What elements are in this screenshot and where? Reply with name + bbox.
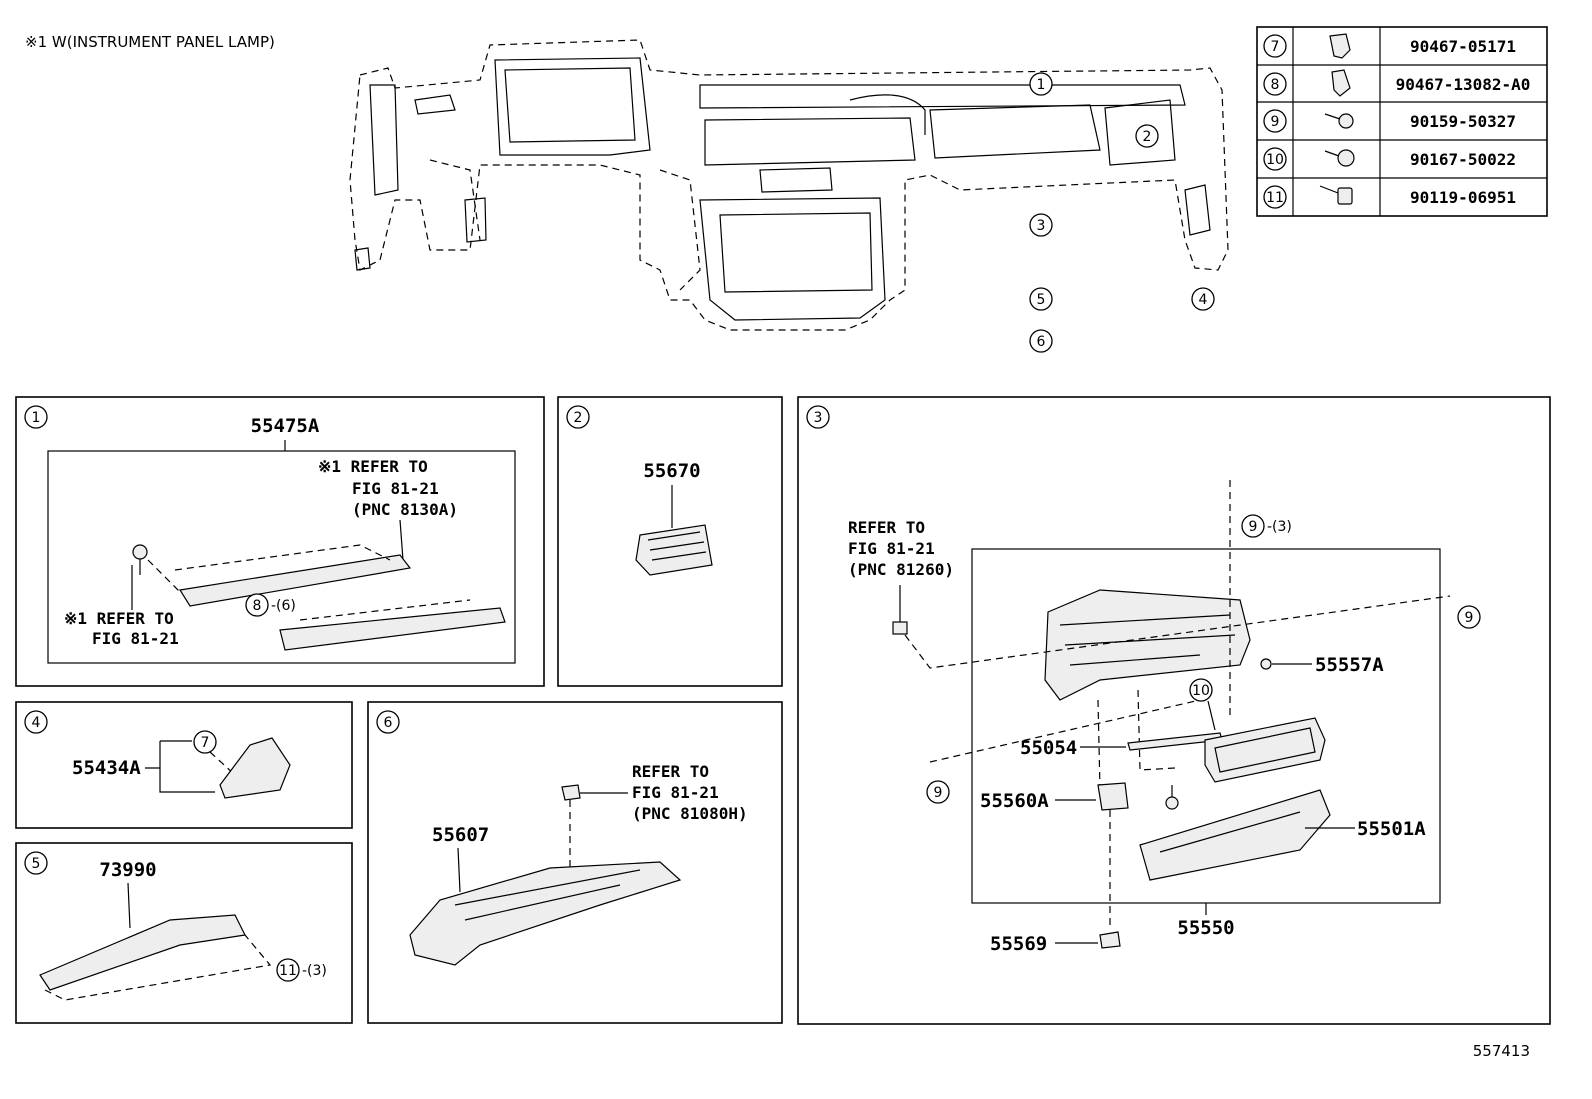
part-55560A: 55560A (980, 790, 1049, 812)
part-55569: 55569 (990, 933, 1047, 955)
svg-text:6: 6 (384, 715, 393, 731)
diagram-id: 557413 (1473, 1042, 1530, 1060)
svg-text:11: 11 (1266, 190, 1284, 206)
svg-text:90119-06951: 90119-06951 (1410, 188, 1516, 207)
svg-text:3: 3 (814, 410, 823, 426)
fastener-row-10: 10 90167-50022 (1263, 147, 1516, 171)
fastener-row-9: 9 90159-50327 (1263, 109, 1516, 133)
part-55557A: 55557A (1315, 654, 1384, 676)
svg-text:9: 9 (1465, 610, 1474, 626)
callout-3: 3 (1037, 218, 1046, 234)
svg-text:90467-05171: 90467-05171 (1410, 37, 1516, 56)
svg-text:90167-50022: 90167-50022 (1410, 150, 1516, 169)
callout-2: 2 (1143, 129, 1152, 145)
svg-text:9: 9 (1249, 519, 1258, 535)
svg-text:(PNC 8130A): (PNC 8130A) (352, 500, 458, 519)
svg-text:8: 8 (253, 598, 262, 614)
callout-5: 5 (1037, 292, 1046, 308)
svg-text:9: 9 (934, 785, 943, 801)
callout-1: 1 (1037, 77, 1046, 93)
screw-icon (1338, 113, 1354, 129)
part-55054: 55054 (1020, 737, 1077, 759)
svg-text:REFER TO: REFER TO (632, 762, 709, 781)
svg-text:5: 5 (32, 856, 41, 872)
part-55501A: 55501A (1357, 818, 1426, 840)
svg-text:FIG 81-21: FIG 81-21 (352, 479, 439, 498)
svg-text:90467-13082-A0: 90467-13082-A0 (1396, 75, 1531, 94)
overview-callouts: 1 2 3 4 5 6 (1029, 72, 1215, 353)
panel-6: 6 REFER TO FIG 81-21 (PNC 81080H) 55607 (367, 701, 783, 1024)
clip-icon (1329, 33, 1351, 59)
svg-text:(PNC 81260): (PNC 81260) (848, 560, 954, 579)
svg-text:4: 4 (32, 715, 41, 731)
svg-text:-(3): -(3) (1267, 519, 1292, 535)
svg-text:11: 11 (279, 963, 297, 979)
panel-1: 1 55475A ※1 REFER TO FIG 81-21 (PNC 8130… (15, 396, 545, 687)
part-55475A: 55475A (251, 415, 320, 437)
part-55550: 55550 (1177, 917, 1234, 939)
svg-text:(PNC 81080H): (PNC 81080H) (632, 804, 748, 823)
svg-text:7: 7 (1271, 39, 1280, 55)
panel-2: 2 55670 (557, 396, 783, 687)
svg-text:8: 8 (1271, 77, 1280, 93)
svg-text:7: 7 (201, 735, 210, 751)
fastener-row-8: 8 90467-13082-A0 (1263, 69, 1531, 97)
screw-icon (1337, 149, 1355, 167)
part-55607: 55607 (432, 824, 489, 846)
callout-4: 4 (1199, 292, 1208, 308)
svg-text:REFER TO: REFER TO (848, 518, 925, 537)
svg-text:2: 2 (574, 410, 583, 426)
svg-text:-(3): -(3) (302, 963, 327, 979)
panel-5: 5 73990 11 -(3) (15, 842, 353, 1024)
svg-text:1: 1 (32, 410, 41, 426)
svg-text:-(6): -(6) (271, 598, 296, 614)
svg-text:10: 10 (1266, 152, 1284, 168)
part-55670: 55670 (643, 460, 700, 482)
svg-text:FIG 81-21: FIG 81-21 (92, 629, 179, 648)
svg-text:※1 REFER TO: ※1 REFER TO (64, 609, 174, 628)
svg-text:90159-50327: 90159-50327 (1410, 112, 1516, 131)
svg-text:9: 9 (1271, 114, 1280, 130)
callout-6: 6 (1037, 334, 1046, 350)
svg-text:FIG 81-21: FIG 81-21 (632, 783, 719, 802)
header-note: ※1 W(INSTRUMENT PANEL LAMP) (25, 33, 275, 51)
bolt-icon (1337, 187, 1353, 205)
svg-text:※1 REFER TO: ※1 REFER TO (318, 457, 428, 476)
svg-text:10: 10 (1192, 683, 1210, 699)
fastener-row-7: 7 90467-05171 (1263, 33, 1516, 59)
panel-3: 3 REFER TO FIG 81-21 (PNC 81260) 9 -(3) … (797, 396, 1551, 1025)
part-73990: 73990 (99, 859, 156, 881)
fastener-table: 7 90467-05171 8 90467-13082-A0 9 90159-5… (1256, 26, 1548, 217)
clip-icon (1331, 69, 1351, 97)
svg-text:FIG 81-21: FIG 81-21 (848, 539, 935, 558)
dashboard-overview (349, 39, 1229, 331)
panel-4: 4 55434A 7 (15, 701, 353, 829)
part-55434A: 55434A (72, 757, 141, 779)
fastener-row-11: 11 90119-06951 (1263, 185, 1516, 209)
